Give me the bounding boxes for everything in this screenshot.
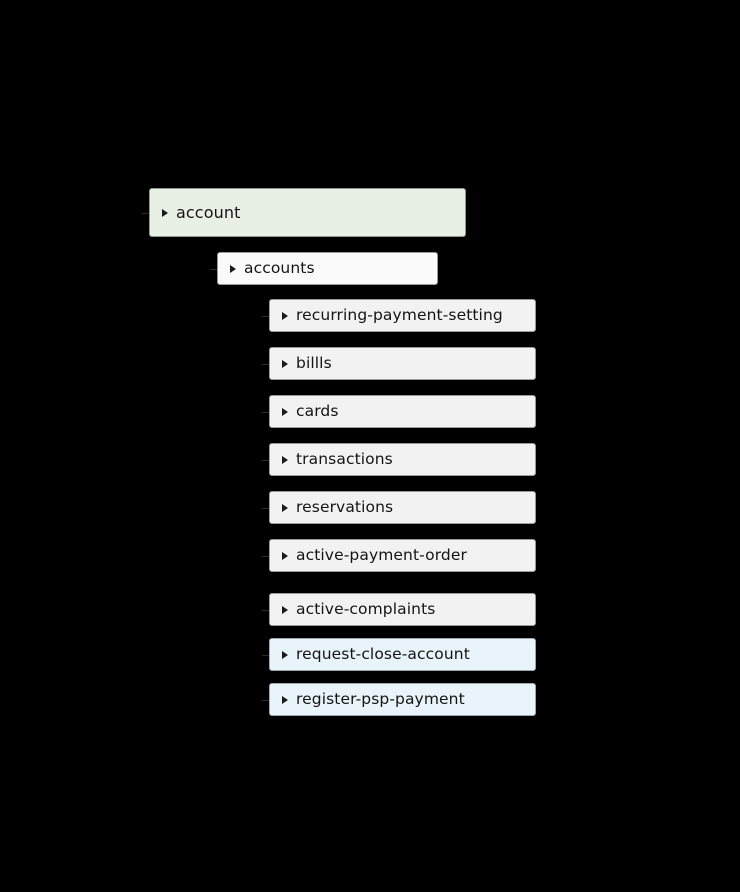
node-label: active-payment-order xyxy=(296,547,467,564)
collapsed-triangle-icon[interactable] xyxy=(162,208,168,217)
node-label: billls xyxy=(296,355,332,372)
collapsed-triangle-icon[interactable] xyxy=(282,455,288,464)
node-label: register-psp-payment xyxy=(296,691,465,708)
connector-stub xyxy=(262,412,270,413)
node-label: account xyxy=(176,204,241,221)
collapsed-triangle-icon[interactable] xyxy=(282,359,288,368)
connector-stub xyxy=(262,460,270,461)
tree-node-recurring-payment-setting[interactable]: recurring-payment-setting xyxy=(269,299,536,332)
node-label: request-close-account xyxy=(296,646,470,663)
connector-stub xyxy=(142,213,150,214)
collapsed-triangle-icon[interactable] xyxy=(282,605,288,614)
node-label: active-complaints xyxy=(296,601,436,618)
tree-node-active-payment-order[interactable]: active-payment-order xyxy=(269,539,536,572)
connector-stub xyxy=(262,655,270,656)
connector-stub xyxy=(262,364,270,365)
connector-stub xyxy=(262,700,270,701)
node-label: cards xyxy=(296,403,339,420)
node-label: reservations xyxy=(296,499,394,516)
connector-stub xyxy=(210,269,218,270)
collapsed-triangle-icon[interactable] xyxy=(282,551,288,560)
tree-node-register-psp-payment[interactable]: register-psp-payment xyxy=(269,683,536,716)
connector-stub xyxy=(262,610,270,611)
tree-node-account[interactable]: account xyxy=(149,188,466,237)
collapsed-triangle-icon[interactable] xyxy=(282,503,288,512)
tree-node-transactions[interactable]: transactions xyxy=(269,443,536,476)
collapsed-triangle-icon[interactable] xyxy=(230,264,236,273)
connector-stub xyxy=(262,316,270,317)
node-label: accounts xyxy=(244,260,315,277)
connector-stub xyxy=(262,508,270,509)
collapsed-triangle-icon[interactable] xyxy=(282,407,288,416)
tree-node-reservations[interactable]: reservations xyxy=(269,491,536,524)
collapsed-triangle-icon[interactable] xyxy=(282,311,288,320)
tree-node-billls[interactable]: billls xyxy=(269,347,536,380)
connector-stub xyxy=(262,556,270,557)
tree-node-active-complaints[interactable]: active-complaints xyxy=(269,593,536,626)
tree-node-request-close-account[interactable]: request-close-account xyxy=(269,638,536,671)
tree-node-accounts[interactable]: accounts xyxy=(217,252,438,285)
collapsed-triangle-icon[interactable] xyxy=(282,650,288,659)
node-label: transactions xyxy=(296,451,393,468)
node-label: recurring-payment-setting xyxy=(296,307,503,324)
tree-node-cards[interactable]: cards xyxy=(269,395,536,428)
collapsed-triangle-icon[interactable] xyxy=(282,695,288,704)
